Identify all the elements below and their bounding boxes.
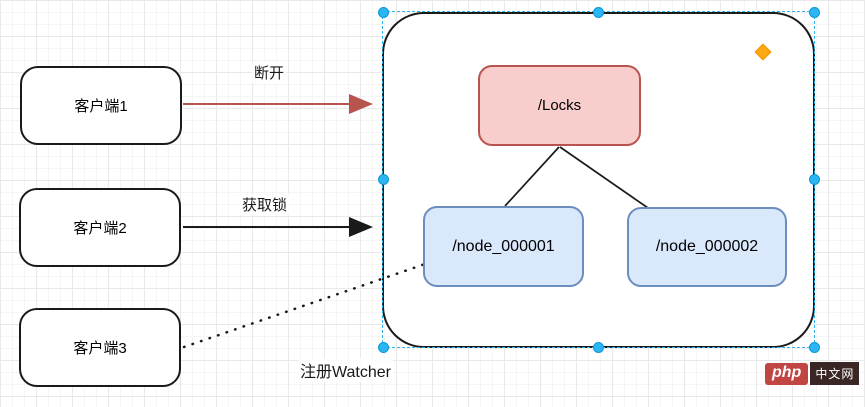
selection-handle-middle-left[interactable] xyxy=(378,174,389,185)
zookeeper-container-shape[interactable] xyxy=(382,12,815,348)
node2-label: /node_000002 xyxy=(655,238,759,255)
locks-root-label: /Locks xyxy=(537,97,582,114)
phpcn-watermark: php 中文网 xyxy=(765,362,860,385)
selection-handle-top-right[interactable] xyxy=(809,7,820,18)
client2-label: 客户端2 xyxy=(73,220,127,237)
node1-label: /node_000001 xyxy=(452,237,555,255)
phpcn-logo-suffix: 中文网 xyxy=(810,362,860,385)
node2-shape[interactable]: /node_000002 xyxy=(627,207,787,287)
edge-label-watcher[interactable]: 注册Watcher xyxy=(298,358,393,382)
selection-handle-top-middle[interactable] xyxy=(593,7,604,18)
selection-handle-middle-right[interactable] xyxy=(809,174,820,185)
phpcn-logo-icon: php xyxy=(765,362,809,385)
node1-shape[interactable]: /node_000001 xyxy=(423,206,584,287)
edge-label-getlock[interactable]: 获取锁 xyxy=(240,194,290,215)
client3-shape[interactable]: 客户端3 xyxy=(19,308,181,387)
client1-shape[interactable]: 客户端1 xyxy=(20,66,182,145)
selection-handle-bottom-middle[interactable] xyxy=(593,342,604,353)
client3-label: 客户端3 xyxy=(73,340,127,357)
edge-label-disconnect[interactable]: 断开 xyxy=(252,62,287,83)
selection-handle-top-left[interactable] xyxy=(378,7,389,18)
selection-handle-bottom-left[interactable] xyxy=(378,342,389,353)
locks-root-shape[interactable]: /Locks xyxy=(478,65,641,146)
client2-shape[interactable]: 客户端2 xyxy=(19,188,181,267)
client1-label: 客户端1 xyxy=(74,98,128,115)
selection-handle-bottom-right[interactable] xyxy=(809,342,820,353)
